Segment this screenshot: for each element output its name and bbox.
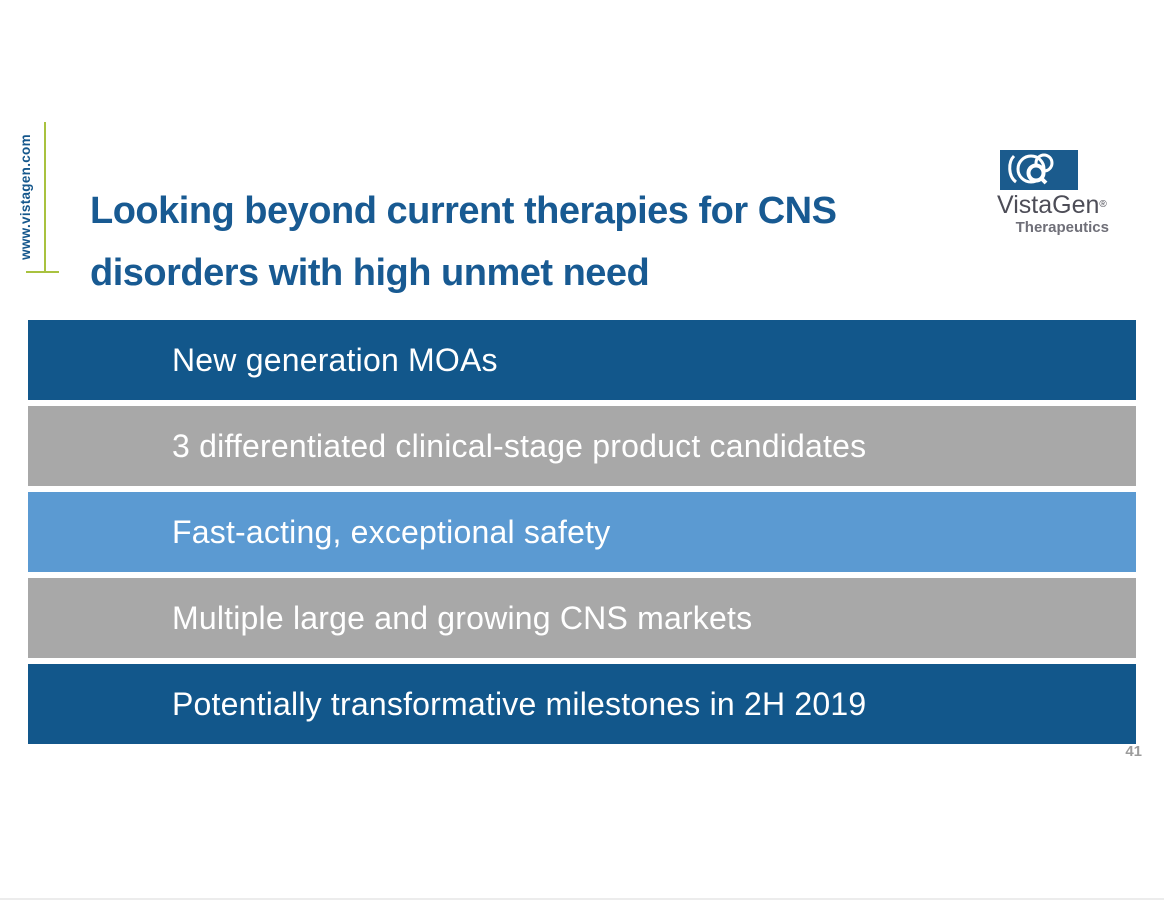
accent-line-vertical: [44, 122, 46, 272]
page-number: 41: [1125, 743, 1142, 760]
bar-label: Multiple large and growing CNS markets: [172, 599, 753, 636]
bar-label: Potentially transformative milestones in…: [172, 685, 867, 722]
registered-mark: ®: [1099, 199, 1107, 210]
bar: Potentially transformative milestones in…: [28, 664, 1136, 744]
website-url-vertical: www.vistagen.com: [18, 134, 33, 260]
bar: Fast-acting, exceptional safety: [28, 492, 1136, 572]
bar-label: Fast-acting, exceptional safety: [172, 513, 611, 550]
message-bars: New generation MOAs 3 differentiated cli…: [28, 320, 1136, 750]
logo-subtitle: Therapeutics: [1015, 219, 1109, 236]
logo-name: VistaGen®: [997, 191, 1107, 219]
vistagen-logo-icon: [1000, 150, 1078, 190]
bar-label: 3 differentiated clinical-stage product …: [172, 427, 867, 464]
slide-title-line-1: Looking beyond current therapies for CNS: [90, 190, 837, 232]
company-logo: VistaGen® Therapeutics: [997, 150, 1109, 236]
bar: 3 differentiated clinical-stage product …: [28, 406, 1136, 486]
slide-title-line-2: disorders with high unmet need: [90, 252, 650, 294]
bar: Multiple large and growing CNS markets: [28, 578, 1136, 658]
bar: New generation MOAs: [28, 320, 1136, 400]
bar-label: New generation MOAs: [172, 341, 498, 378]
accent-line-horizontal: [26, 271, 59, 273]
slide-title: Looking beyond current therapies for CNS…: [90, 180, 920, 304]
